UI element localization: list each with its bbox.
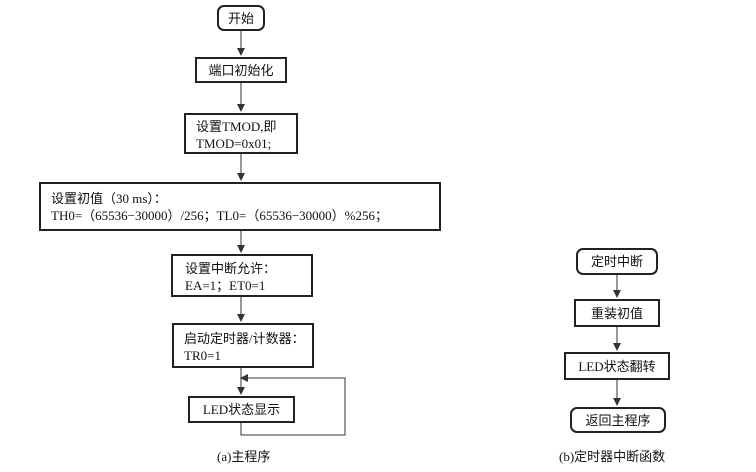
- start-label: 开始: [227, 10, 254, 26]
- start-node: 开始: [217, 5, 265, 31]
- start-timer-line-2: TR0=1: [184, 348, 221, 363]
- return-main-label: 返回主程序: [585, 412, 651, 428]
- interrupt-function-caption: (b)定时器中断函数: [559, 449, 666, 464]
- led-toggle-node: LED状态翻转: [564, 352, 670, 380]
- timer-interrupt-entry-node: 定时中断: [576, 248, 658, 275]
- interrupt-enable-line-2: EA=1；ET0=1: [185, 278, 266, 293]
- tmod-node: 设置TMOD,即 TMOD=0x01;: [184, 113, 298, 154]
- tmod-line-2: TMOD=0x01;: [196, 136, 272, 151]
- tmod-line-1: 设置TMOD,即: [196, 119, 277, 134]
- led-display-label: LED状态显示: [202, 402, 281, 417]
- start-timer-node: 启动定时器/计数器： TR0=1: [172, 323, 314, 368]
- port-init-node: 端口初始化: [195, 57, 287, 83]
- initial-value-node: 设置初值（30 ms）： TH0=（65536−30000）/256；TL0=（…: [39, 182, 441, 231]
- loop-back-line: [240, 374, 346, 436]
- led-toggle-label: LED状态翻转: [578, 358, 656, 374]
- timer-interrupt-entry-label: 定时中断: [590, 254, 643, 269]
- initial-value-line-1: 设置初值（30 ms）：: [51, 191, 167, 206]
- led-display-node: LED状态显示: [188, 396, 295, 423]
- port-init-label: 端口初始化: [208, 62, 274, 78]
- interrupt-enable-node: 设置中断允许： EA=1；ET0=1: [171, 254, 313, 297]
- reload-value-node: 重装初值: [574, 299, 660, 327]
- interrupt-enable-line-1: 设置中断允许：: [185, 261, 277, 276]
- reload-value-label: 重装初值: [590, 305, 643, 321]
- initial-value-line-2: TH0=（65536−30000）/256；TL0=（65536−30000）%…: [51, 208, 388, 223]
- start-timer-line-1: 启动定时器/计数器：: [184, 331, 305, 346]
- return-main-node: 返回主程序: [570, 407, 666, 433]
- main-program-caption: (a)主程序: [217, 449, 271, 464]
